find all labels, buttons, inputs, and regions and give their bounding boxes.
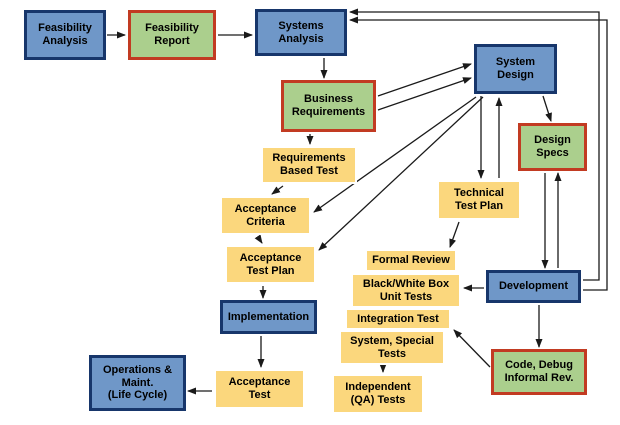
node-integration-test-label: Integration Test (357, 312, 439, 325)
node-requirements-based-test: Requirements Based Test (261, 146, 357, 184)
node-acceptance-test-label: Acceptance Test (228, 376, 291, 401)
edge-business_requirements-to-system_design (377, 77, 472, 111)
node-systems-analysis: Systems Analysis (255, 9, 347, 56)
node-requirements-based-test-label: Requirements Based Test (272, 152, 346, 177)
edge-system_design-to-acceptance_criteria (313, 96, 477, 213)
node-business-requirements-label: Business Requirements (291, 93, 366, 118)
edge-system_design-to-design_specs (542, 95, 552, 122)
node-feasibility-analysis: Feasibility Analysis (24, 10, 106, 60)
node-code-debug-informal-rev: Code, Debug Informal Rev. (491, 349, 587, 395)
node-design-specs: Design Specs (518, 123, 587, 171)
node-systems-analysis-label: Systems Analysis (278, 19, 324, 45)
node-implementation-label: Implementation (227, 310, 310, 323)
node-operations-maint: Operations & Maint. (Life Cycle) (89, 355, 186, 411)
edge-code_debug_informal_rev-to-integration_test (453, 329, 491, 368)
edge-technical_test_plan-to-formal_review (449, 221, 460, 248)
node-acceptance-test-plan: Acceptance Test Plan (225, 245, 316, 284)
node-system-special-tests: System, Special Tests (339, 330, 445, 365)
node-formal-review: Formal Review (365, 249, 457, 272)
node-feasibility-analysis-label: Feasibility Analysis (38, 22, 92, 47)
node-technical-test-plan: Technical Test Plan (437, 180, 521, 220)
edge-development-to-systems_analysis (349, 8, 600, 281)
node-independent-qa-tests-label: Independent (QA) Tests (345, 381, 411, 406)
node-feasibility-report-label: Feasibility Report (145, 22, 199, 47)
edge-requirements_based_test-to-acceptance_criteria (271, 185, 284, 195)
node-code-debug-informal-rev-label: Code, Debug Informal Rev. (504, 359, 574, 384)
node-system-design-label: System Design (495, 56, 536, 81)
node-design-specs-label: Design Specs (534, 134, 571, 159)
node-acceptance-test-plan-label: Acceptance Test Plan (239, 251, 302, 277)
node-development: Development (486, 270, 581, 303)
edge-acceptance_criteria-to-acceptance_test_plan (254, 234, 263, 244)
node-acceptance-criteria: Acceptance Criteria (220, 196, 311, 235)
node-formal-review-label: Formal Review (372, 254, 450, 267)
node-independent-qa-tests: Independent (QA) Tests (332, 374, 424, 414)
node-system-design: System Design (474, 44, 557, 94)
node-black-white-box-unit-tests-label: Black/White Box Unit Tests (362, 277, 450, 303)
node-acceptance-criteria-label: Acceptance Criteria (234, 202, 297, 228)
node-black-white-box-unit-tests: Black/White Box Unit Tests (351, 273, 461, 308)
node-acceptance-test: Acceptance Test (214, 369, 305, 409)
node-business-requirements: Business Requirements (281, 80, 376, 132)
node-implementation: Implementation (220, 300, 317, 334)
node-operations-maint-label: Operations & Maint. (Life Cycle) (102, 364, 173, 402)
node-feasibility-report: Feasibility Report (128, 10, 216, 60)
edge-development-to-systems_analysis (349, 16, 608, 291)
node-technical-test-plan-label: Technical Test Plan (454, 187, 504, 212)
node-system-special-tests-label: System, Special Tests (350, 334, 434, 360)
edge-business_requirements-to-system_design (377, 63, 472, 97)
node-integration-test: Integration Test (345, 308, 451, 330)
edge-system_design-to-acceptance_test_plan (318, 96, 484, 251)
node-development-label: Development (498, 280, 569, 293)
